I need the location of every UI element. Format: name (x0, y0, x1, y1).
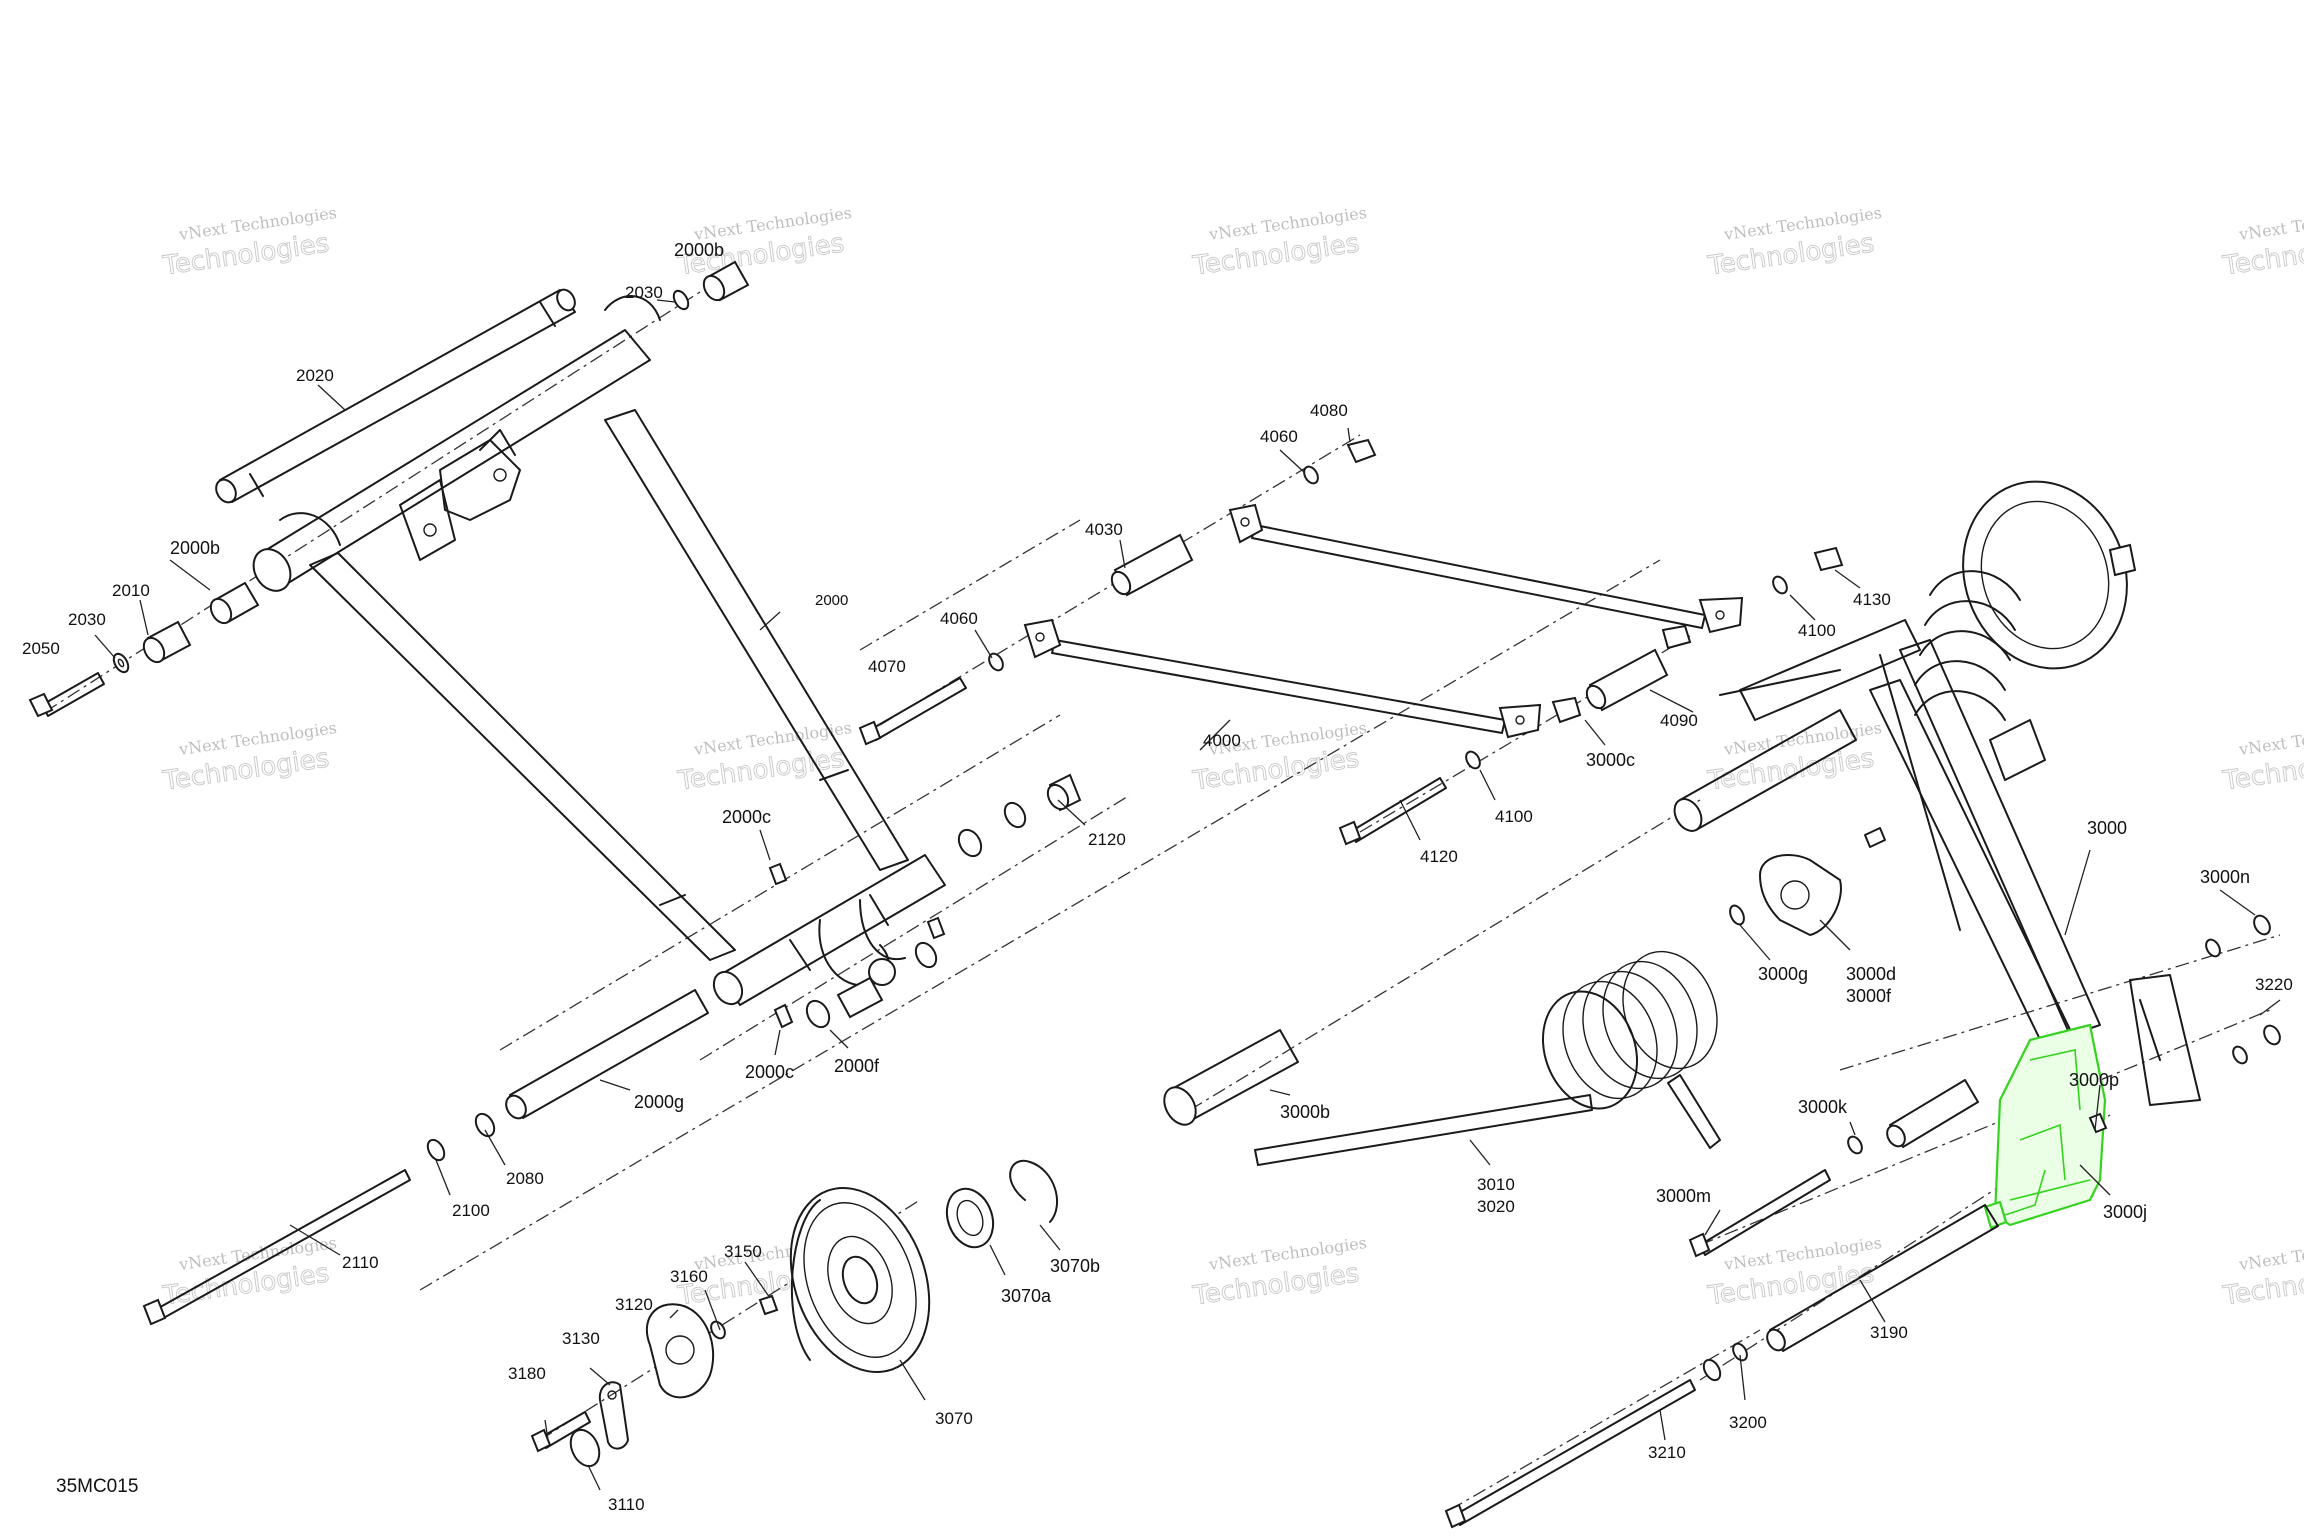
diagram-code: 35MC015 (56, 1476, 138, 1497)
callout-label: 2000b (170, 538, 220, 558)
callout-label: 4070 (868, 657, 906, 676)
callout-label: 4080 (1310, 401, 1348, 420)
callout-label: 2000g (634, 1092, 684, 1112)
callout-label: 3000j (2103, 1202, 2147, 1222)
callout-label: 3000 (2087, 818, 2127, 838)
callouts: 2000b 2030 2020 2000b 2010 2030 2050 200… (22, 240, 2293, 1514)
part-3000j-highlight (1983, 974, 2201, 1230)
watermark: vNext Technologies Technologies (2220, 1233, 2304, 1312)
callout-label: 4120 (1420, 847, 1458, 866)
part-3010-spring (1163, 950, 1721, 1166)
watermark: vNext Technologies Technologies (2220, 203, 2304, 282)
callout-label: 3220 (2255, 975, 2293, 994)
callout-label: 3000d (1846, 964, 1896, 984)
callout-label: 4100 (1495, 807, 1533, 826)
callout-label: 3010 (1477, 1175, 1515, 1194)
watermark: vNext Technologies Technologies (1190, 1233, 1368, 1312)
callout-label: 4130 (1853, 590, 1891, 609)
watermark: vNext Technologies Technologies (2220, 718, 2304, 797)
callout-label: 3190 (1870, 1323, 1908, 1342)
callout-label: 4000 (1203, 731, 1241, 750)
svg-text:vNext Technologies: vNext Technologies (2237, 1233, 2304, 1274)
callout-label: 3210 (1648, 1443, 1686, 1462)
left-pivot-hardware (28, 260, 750, 718)
callout-label: 2000f (834, 1056, 880, 1076)
assembly-axes (44, 291, 2281, 1511)
callout-label: 3150 (724, 1242, 762, 1261)
watermark: vNext Technologies Technologies (1705, 718, 1883, 797)
watermark: vNext Technologies Technologies (1190, 203, 1368, 282)
callout-label: 3000b (1280, 1102, 1330, 1122)
callout-label: 2110 (342, 1253, 379, 1272)
callout-label: 4100 (1798, 621, 1836, 640)
lower-shaft-hardware (142, 989, 709, 1326)
callout-label: 2080 (506, 1169, 544, 1188)
callout-label: 3070 (935, 1409, 973, 1428)
callout-label: 3000n (2200, 867, 2250, 887)
svg-text:vNext Technologies: vNext Technologies (2237, 718, 2304, 759)
callout-label: 4060 (940, 609, 978, 628)
callout-label: 3160 (670, 1267, 708, 1286)
callout-label: 3130 (562, 1329, 600, 1348)
callout-label: 3020 (1477, 1197, 1515, 1216)
leader-lines (94, 299, 2281, 1491)
part-3000-frame (1673, 480, 2137, 1061)
callout-label: 2010 (112, 581, 150, 600)
callout-label: 2000c (745, 1062, 794, 1082)
callout-label: 3000k (1798, 1097, 1848, 1117)
watermark: vNext Technologies Technologies (160, 1233, 338, 1312)
callout-label: 2000b (674, 240, 724, 260)
callout-label: 3120 (615, 1295, 653, 1314)
callout-label: 3070a (1001, 1286, 1052, 1306)
callout-label: 2030 (625, 283, 663, 302)
watermark: vNext Technologies Technologies (1705, 203, 1883, 282)
part-2000-a-frame (252, 295, 946, 1006)
callout-label: 3000c (1586, 750, 1635, 770)
callout-label: 3110 (608, 1495, 645, 1514)
watermark: vNext Technologies Technologies (160, 203, 338, 282)
callout-label: 4060 (1260, 427, 1298, 446)
callout-label: 3000p (2069, 1070, 2119, 1090)
callout-label: 2030 (68, 610, 106, 629)
watermark: vNext Technologies Technologies (1190, 718, 1368, 797)
callout-label: 2000c (722, 807, 771, 827)
center-hardware (768, 773, 1082, 1029)
callout-label: 2120 (1088, 830, 1126, 849)
callout-label: 3000g (1758, 964, 1808, 984)
part-2020-shaft (215, 288, 576, 504)
callout-label: 3000m (1656, 1186, 1711, 1206)
watermark: vNext Technologies Technologies (160, 718, 338, 797)
part-3070-wheel (530, 1159, 1059, 1468)
callout-label: 3070b (1050, 1256, 1100, 1276)
callout-label: 3200 (1729, 1413, 1767, 1432)
lower-frame-hardware (1444, 914, 2281, 1529)
part-4000-tie-rods (858, 438, 1844, 846)
callout-label: 2020 (296, 366, 334, 385)
callout-label: 2000 (815, 592, 848, 609)
watermark: vNext Technologies Technologies (1705, 1233, 1883, 1312)
callout-label: 2050 (22, 639, 60, 658)
callout-label: 2100 (452, 1201, 490, 1220)
svg-text:vNext Technologies: vNext Technologies (2237, 203, 2304, 244)
callout-label: 3000f (1846, 986, 1892, 1006)
callout-label: 3180 (508, 1364, 546, 1383)
callout-label: 4030 (1085, 520, 1123, 539)
callout-label: 4090 (1660, 711, 1698, 730)
